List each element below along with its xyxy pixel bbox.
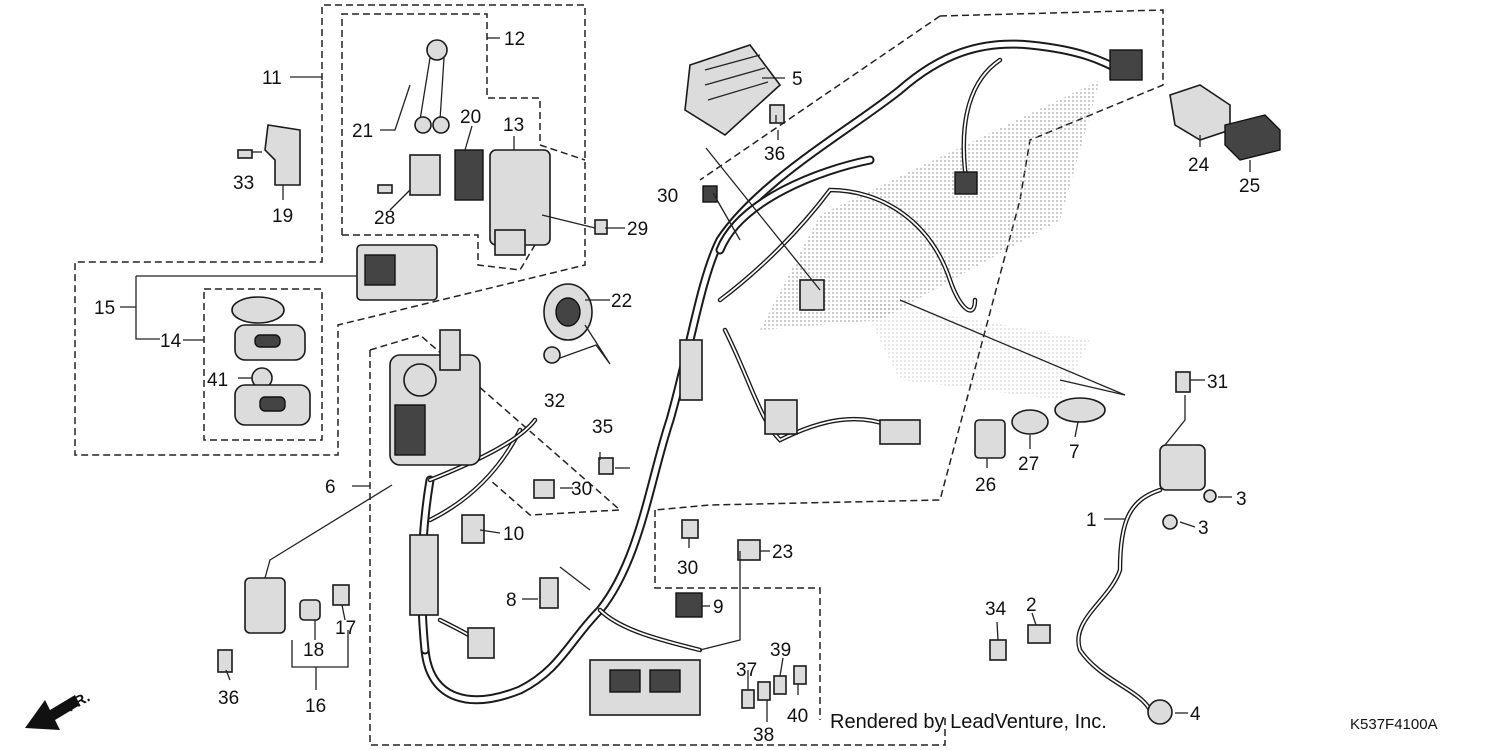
callout-5: 5 <box>792 69 803 90</box>
starter-cable-1 <box>989 371 1217 725</box>
callout-11: 11 <box>262 68 282 89</box>
bracket-19 <box>237 124 301 186</box>
callout-27: 27 <box>1018 454 1039 475</box>
smart-control-unit <box>356 244 438 301</box>
callout-13: 13 <box>503 115 524 136</box>
callout-30: 30 <box>571 479 592 500</box>
regulator-5 <box>684 44 785 136</box>
callout-6: 6 <box>325 477 336 498</box>
callout-8: 8 <box>506 590 517 611</box>
callout-22: 22 <box>611 291 632 312</box>
callout-12: 12 <box>504 29 525 50</box>
callout-39: 39 <box>770 640 791 661</box>
sensor-16 <box>217 577 350 673</box>
callout-26: 26 <box>975 475 996 496</box>
callout-36: 36 <box>764 144 785 165</box>
callout-24: 24 <box>1188 155 1210 176</box>
callout-37: 37 <box>736 660 757 681</box>
callout-10: 10 <box>503 524 524 545</box>
horn-22 <box>543 283 593 364</box>
callout-15: 15 <box>94 298 115 319</box>
callout-19: 19 <box>272 206 293 227</box>
fob-case-parts <box>231 296 311 426</box>
shading-area <box>760 80 1100 330</box>
callout-36: 36 <box>218 688 239 709</box>
front-direction-marker: FR. <box>25 689 93 730</box>
callout-33: 33 <box>233 173 254 194</box>
callout-32: 32 <box>544 391 565 412</box>
callout-23: 23 <box>772 542 793 563</box>
callout-21: 21 <box>352 121 373 142</box>
lock-actuator-13 <box>409 149 608 256</box>
callout-18: 18 <box>303 640 324 661</box>
ignition-switch-assembly <box>389 329 481 466</box>
callout-numbers: 1 2 3 3 4 5 6 7 8 9 10 11 12 13 14 15 16… <box>94 29 1260 746</box>
callout-7: 7 <box>1069 442 1080 463</box>
callout-29: 29 <box>627 219 648 240</box>
callout-30: 30 <box>657 186 678 207</box>
callout-38: 38 <box>753 725 774 746</box>
connectors-24-25 <box>1169 84 1281 161</box>
callout-40: 40 <box>787 706 808 727</box>
main-wire-harness <box>409 39 1143 716</box>
callout-35: 35 <box>592 417 613 438</box>
fuses <box>741 665 807 709</box>
callout-9: 9 <box>713 597 724 618</box>
shading-area <box>860 300 1090 400</box>
relays-26-27-7 <box>974 397 1106 459</box>
callout-2: 2 <box>1026 595 1037 616</box>
callout-41: 41 <box>207 370 228 391</box>
callout-1: 1 <box>1086 510 1097 531</box>
callout-17: 17 <box>335 618 356 639</box>
callout-28: 28 <box>374 208 395 229</box>
callout-16: 16 <box>305 696 326 717</box>
cable-21 <box>414 39 450 134</box>
callout-14: 14 <box>160 331 182 352</box>
callout-4: 4 <box>1190 704 1201 725</box>
callout-25: 25 <box>1239 176 1260 197</box>
small-parts <box>377 184 761 618</box>
callout-3: 3 <box>1236 489 1247 510</box>
rendered-by-credit: Rendered by LeadVenture, Inc. <box>830 711 1107 733</box>
diagram-code: K537F4100A <box>1350 716 1438 733</box>
leader-lines <box>120 37 1251 722</box>
callout-34: 34 <box>985 599 1007 620</box>
callout-3: 3 <box>1198 518 1209 539</box>
callout-20: 20 <box>460 107 481 128</box>
group-boundaries <box>74 4 1164 746</box>
callout-30: 30 <box>677 558 698 579</box>
callout-31: 31 <box>1207 372 1228 393</box>
